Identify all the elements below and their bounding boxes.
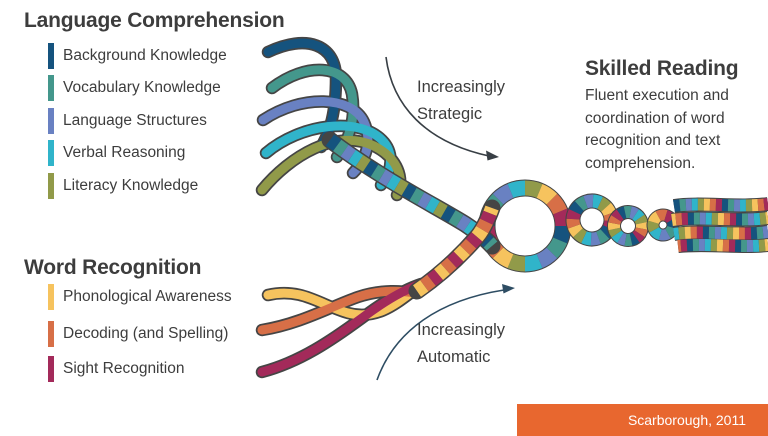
color-bar-icon bbox=[48, 173, 54, 199]
legend-item-label: Background Knowledge bbox=[63, 47, 227, 64]
strategic-annotation-line1: Increasingly bbox=[417, 78, 506, 96]
color-bar-icon bbox=[48, 140, 54, 166]
skilled-reading-line: comprehension. bbox=[585, 154, 696, 172]
color-bar-icon bbox=[48, 284, 54, 310]
color-bar-icon bbox=[48, 321, 54, 347]
skilled-reading-description: Fluent execution and coordination of wor… bbox=[585, 85, 729, 175]
skilled-reading-line: coordination of word bbox=[585, 109, 725, 127]
automatic-annotation-line2: Automatic bbox=[417, 348, 491, 366]
rope-loop-large bbox=[487, 188, 563, 264]
skilled-reading-line: recognition and text bbox=[585, 132, 721, 149]
legend-item-verbal-reasoning: Verbal Reasoning bbox=[48, 140, 185, 166]
automatic-annotation: Increasingly Automatic bbox=[417, 317, 505, 371]
color-bar-icon bbox=[48, 356, 54, 382]
strategic-annotation: Increasingly Strategic bbox=[417, 74, 505, 128]
rope-loop-3 bbox=[609, 207, 648, 246]
credit-banner: Scarborough, 2011 bbox=[517, 404, 768, 436]
legend-item-label: Phonological Awareness bbox=[63, 288, 232, 305]
legend-item-label: Sight Recognition bbox=[63, 360, 185, 377]
rope-tail bbox=[672, 204, 768, 246]
automatic-arrow bbox=[376, 284, 515, 381]
word-recognition-heading: Word Recognition bbox=[24, 256, 202, 279]
legend-item-sight-recognition: Sight Recognition bbox=[48, 356, 185, 382]
strategic-arrowhead-icon bbox=[486, 150, 499, 161]
legend-item-label: Vocabulary Knowledge bbox=[63, 79, 221, 96]
language-comprehension-heading: Language Comprehension bbox=[24, 9, 285, 32]
automatic-arrowhead-icon bbox=[502, 284, 515, 294]
legend-item-label: Decoding (and Spelling) bbox=[63, 325, 229, 342]
skilled-reading-heading: Skilled Reading bbox=[585, 57, 739, 80]
automatic-annotation-line1: Increasingly bbox=[417, 321, 506, 339]
credit-label: Scarborough, 2011 bbox=[627, 412, 746, 428]
legend-item-label: Verbal Reasoning bbox=[63, 144, 186, 161]
legend-item-decoding: Decoding (and Spelling) bbox=[48, 321, 228, 347]
strategic-annotation-line2: Strategic bbox=[417, 105, 483, 123]
language-comprehension-twist bbox=[330, 140, 492, 246]
strategic-arrow bbox=[385, 56, 499, 161]
legend-item-vocabulary-knowledge: Vocabulary Knowledge bbox=[48, 75, 221, 101]
color-bar-icon bbox=[48, 43, 54, 69]
legend-item-literacy-knowledge: Literacy Knowledge bbox=[48, 173, 198, 199]
legend-item-label: Language Structures bbox=[63, 112, 207, 129]
color-bar-icon bbox=[48, 75, 54, 101]
color-bar-icon bbox=[48, 108, 54, 134]
skilled-reading-line: Fluent execution and bbox=[585, 87, 729, 104]
legend-item-label: Literacy Knowledge bbox=[63, 177, 199, 194]
legend-item-phonological-awareness: Phonological Awareness bbox=[48, 284, 232, 310]
legend-item-language-structures: Language Structures bbox=[48, 108, 207, 134]
legend-item-background-knowledge: Background Knowledge bbox=[48, 43, 227, 69]
